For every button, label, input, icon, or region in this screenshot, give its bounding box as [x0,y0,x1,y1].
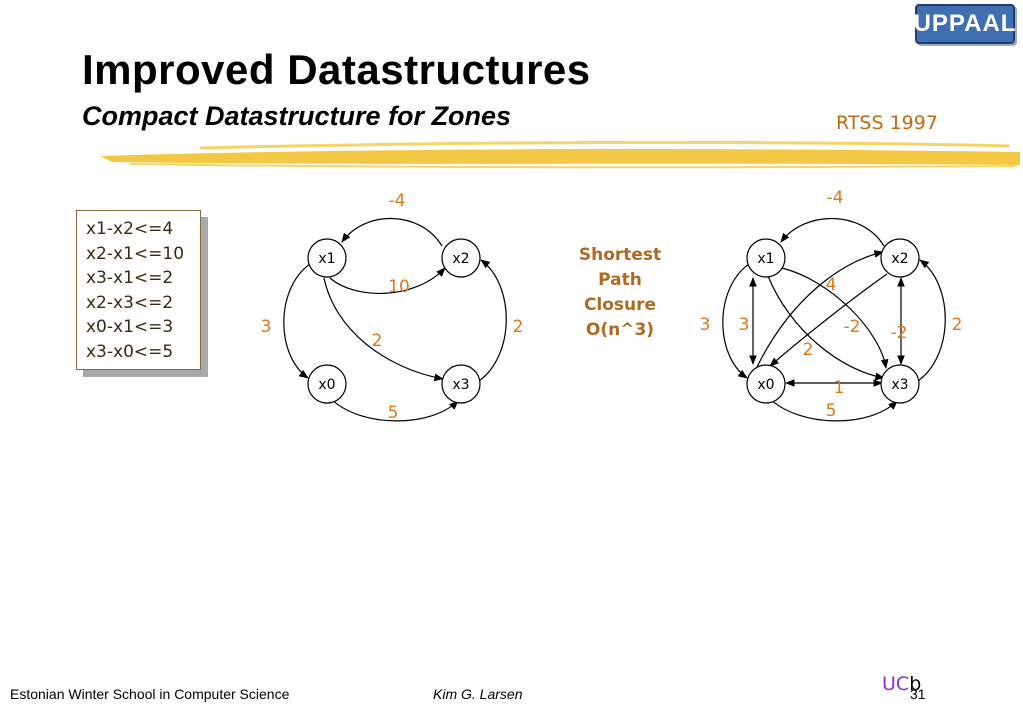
right-node-x1-label: x1 [757,251,774,267]
footer-uc-b: b [909,673,922,695]
right-weight-diag-c: 2 [803,340,814,360]
left-weight-x3-x2: 2 [513,317,524,337]
constraints-box: x1-x2<=4 x2-x1<=10 x3-x1<=2 x2-x3<=2 x0-… [76,210,201,370]
right-weight-left-outer: 3 [700,315,711,335]
right-node-x0 [746,364,786,404]
right-weight-left-inner: 3 [739,315,750,335]
left-weight-x2-x1: -4 [389,191,406,211]
left-node-x0-label: x0 [318,377,335,393]
footer-uc-logo: UCb [882,673,921,695]
conference-label: RTSS 1997 [836,112,938,134]
constraint-item: x0-x1<=3 [86,317,174,337]
constraint-item: x2-x3<=2 [86,292,174,313]
constraint-item: x2-x1<=10 [86,243,185,264]
left-weight-x1-x2: 10 [388,277,410,297]
left-node-x3-label: x3 [452,377,469,393]
constraint-item: x3-x0<=5 [86,341,174,362]
left-graph: x1 x2 x0 x3 -4 10 2 3 2 5 [261,191,524,423]
right-node-x0-label: x0 [757,377,774,393]
footer-school: Estonian Winter School in Computer Scien… [10,686,290,702]
right-weight-top: -4 [827,188,844,208]
left-weight-x0-x3: 5 [388,403,399,423]
left-node-x2 [441,238,481,278]
right-weight-x3-x0: 1 [834,378,845,398]
midlabel-line: Shortest [578,245,662,265]
left-weight-x1-x3: 2 [372,331,383,351]
midlabel-line: Path [598,270,642,290]
right-node-x3-label: x3 [891,377,908,393]
left-node-x1-label: x1 [318,251,335,267]
highlighter-stroke [100,140,1020,169]
midlabel-line: O(n^3) [585,320,655,340]
shortest-path-closure-label: Shortest Path Closure O(n^3) [568,243,672,343]
footer-author: Kim G. Larsen [433,686,523,702]
slide-subtitle: Compact Datastructure for Zones [82,101,512,131]
right-weight-right-inner: -2 [891,323,908,343]
right-weight-bottom: 5 [826,401,837,421]
slide-title: Improved Datastructures [82,46,591,93]
right-node-x2-label: x2 [891,251,908,267]
right-weight-diag-a: 4 [826,275,837,295]
constraint-item: x3-x1<=2 [86,268,174,288]
left-node-x0 [307,364,347,404]
right-node-x1 [746,238,786,278]
right-graph: x1 x2 x0 x3 -4 4 3 3 -2 -2 2 2 1 5 [700,188,963,422]
right-weight-diag-b: -2 [844,317,861,337]
left-weight-x1-x0: 3 [261,317,272,337]
left-node-x1 [307,238,347,278]
left-node-x2-label: x2 [452,251,469,267]
right-node-x3 [880,364,920,404]
right-weight-right-outer: 2 [952,315,963,335]
midlabel-line: Closure [583,295,657,315]
page-number: 31 [910,686,926,702]
right-node-x2 [880,238,920,278]
uppaal-logo: UPPAAL [914,4,1015,44]
constraint-item: x1-x2<=4 [86,219,174,239]
footer-uc-text: UC [882,673,910,695]
left-node-x3 [441,364,481,404]
